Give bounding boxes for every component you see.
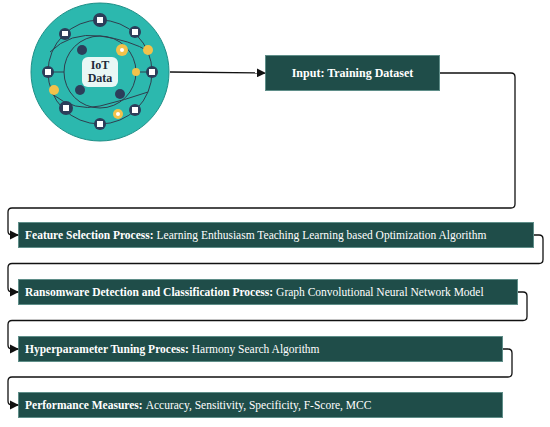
step-body: Accuracy, Sensitivity, Specificity, F-Sc… bbox=[146, 399, 372, 411]
circle-label: IoT Data bbox=[82, 57, 118, 87]
step-heading: Performance Measures: bbox=[25, 399, 143, 411]
box-label: Input: Training Dataset bbox=[292, 66, 414, 81]
step-heading: Feature Selection Process: bbox=[25, 229, 154, 241]
step-body: Learning Enthusiasm Teaching Learning ba… bbox=[157, 229, 487, 241]
process-box: Hyperparameter Tuning Process:Harmony Se… bbox=[18, 336, 503, 362]
flow-arrow bbox=[170, 72, 265, 73]
step-body: Harmony Search Algorithm bbox=[192, 343, 320, 355]
step-heading: Hyperparameter Tuning Process: bbox=[25, 343, 189, 355]
process-box: Performance Measures:Accuracy, Sensitivi… bbox=[18, 392, 503, 418]
process-box: Feature Selection Process:Learning Enthu… bbox=[18, 222, 534, 248]
process-box: Ransomware Detection and Classification … bbox=[18, 279, 518, 305]
input-box: Input: Training Dataset bbox=[265, 55, 440, 91]
step-body: Graph Convolutional Neural Network Model bbox=[276, 286, 484, 298]
step-heading: Ransomware Detection and Classification … bbox=[25, 286, 273, 298]
